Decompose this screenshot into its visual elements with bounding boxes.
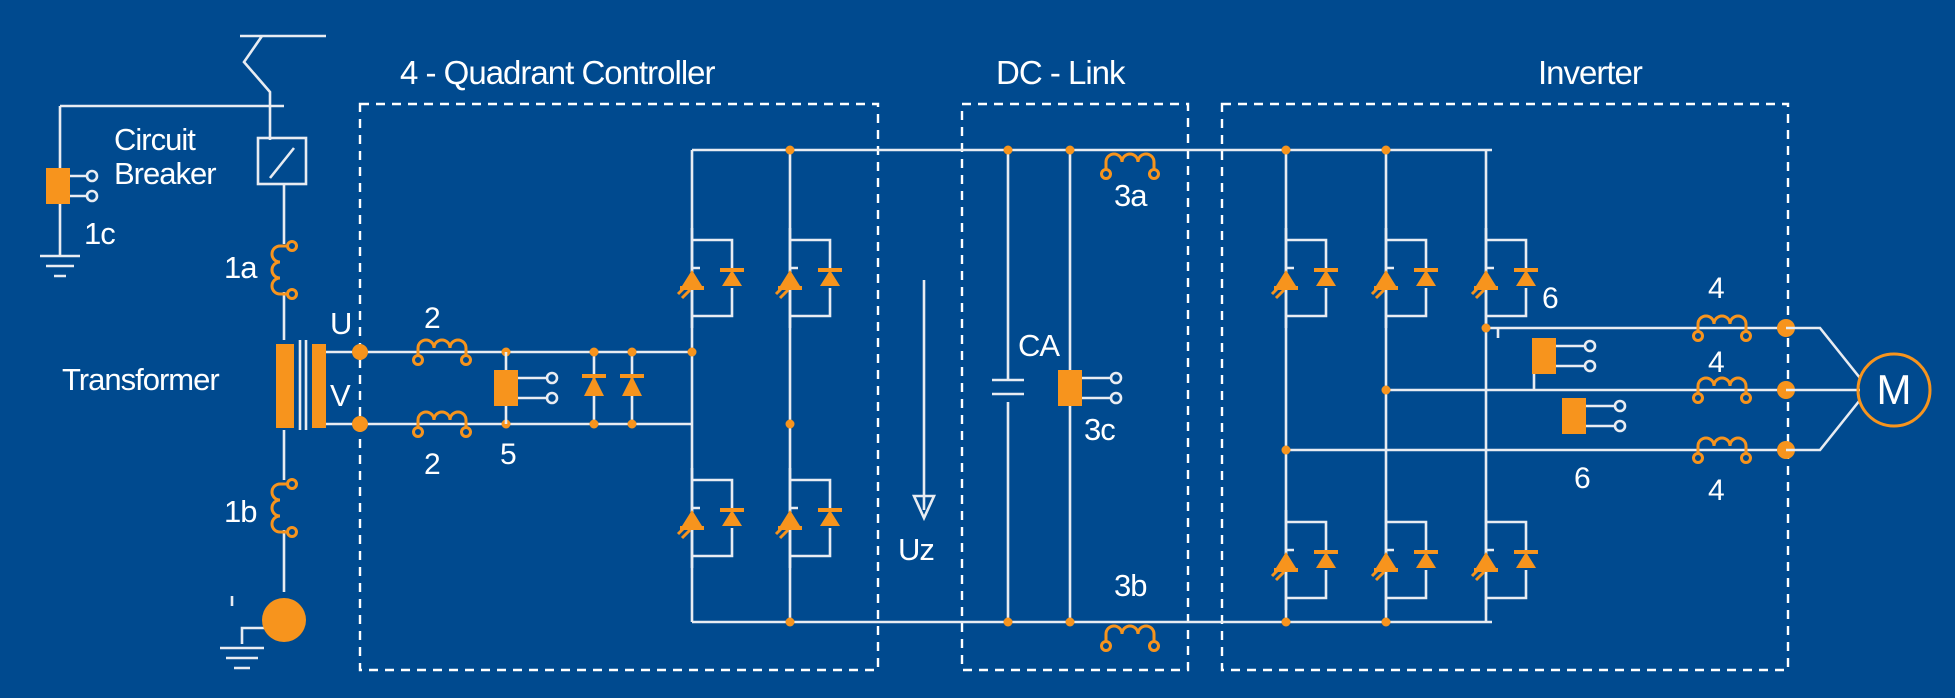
motor-feed-lines — [1786, 326, 1862, 452]
label-ca: CA — [1018, 328, 1060, 363]
igbt-cell — [1470, 508, 1540, 612]
section-title-dc-link: DC - Link — [996, 54, 1126, 91]
igbt-cell — [1270, 226, 1340, 330]
dc-link-capacitor — [992, 150, 1024, 622]
label-4-bottom: 4 — [1708, 474, 1725, 507]
transformer-symbol — [276, 340, 326, 430]
label-3c: 3c — [1084, 412, 1115, 447]
label-4-top: 4 — [1708, 272, 1725, 305]
label-3b: 3b — [1114, 568, 1146, 603]
output-phase-lines — [1286, 326, 1786, 452]
label-1a: 1a — [224, 250, 258, 285]
current-sensor-1a — [270, 240, 298, 300]
current-sensor-3b — [1100, 624, 1160, 652]
label-u: U — [330, 306, 351, 341]
label-6-lower: 6 — [1574, 462, 1591, 495]
voltage-sensor-6-upper — [1530, 336, 1597, 376]
label-2-upper: 2 — [424, 302, 441, 335]
controller-section-box — [358, 102, 880, 672]
igbt-cell — [676, 226, 746, 330]
section-title-inverter: Inverter — [1538, 54, 1643, 91]
motor-circle — [1856, 352, 1932, 428]
label-uz: Uz — [898, 532, 934, 567]
voltage-sensor-5 — [492, 368, 559, 408]
label-3a: 3a — [1114, 178, 1148, 213]
current-sensor-1b — [270, 478, 298, 538]
igbt-cell — [774, 226, 844, 330]
label-4-middle: 4 — [1708, 346, 1725, 379]
label-1b: 1b — [224, 494, 256, 529]
label-1c: 1c — [84, 216, 115, 251]
label-transformer: Transformer — [62, 362, 219, 397]
dc-bus-rails — [692, 148, 1492, 624]
section-title-controller: 4 - Quadrant Controller — [400, 54, 716, 91]
inverter-section-box — [1220, 102, 1790, 672]
igbt-cell — [676, 466, 746, 570]
dc-link-section-box — [960, 102, 1190, 672]
controller-bridge-legs — [690, 150, 792, 622]
label-6-upper: 6 — [1542, 282, 1559, 315]
current-sensor-3a — [1100, 152, 1160, 180]
voltage-sensor-3c — [1056, 368, 1123, 408]
label-2-lower: 2 — [424, 448, 441, 481]
label-5: 5 — [500, 438, 517, 471]
sensor-1c — [46, 168, 99, 204]
label-v: V — [330, 378, 351, 413]
ground-source-circle — [262, 598, 306, 642]
line-diodes — [582, 347, 644, 429]
igbt-cell — [1270, 508, 1340, 612]
motor-label: M — [1877, 366, 1912, 413]
igbt-cell — [1370, 508, 1440, 612]
label-breaker: Breaker — [114, 156, 216, 191]
igbt-cell — [774, 466, 844, 570]
igbt-cell — [1370, 226, 1440, 330]
voltage-sensor-6-lower — [1560, 396, 1627, 436]
igbt-cell — [1470, 226, 1540, 330]
label-circuit: Circuit — [114, 122, 196, 157]
circuit-breaker-symbol — [256, 136, 308, 186]
